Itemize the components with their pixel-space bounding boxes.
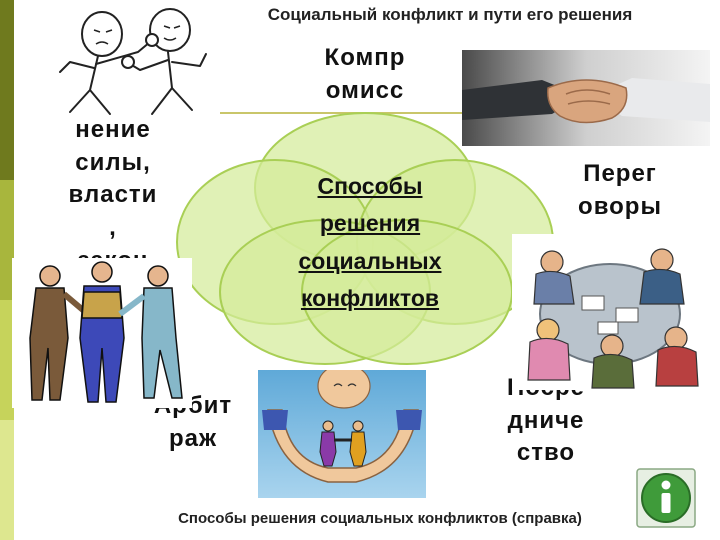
info-button[interactable] bbox=[636, 468, 696, 528]
center-line: Способы bbox=[317, 173, 423, 199]
method-line: ство bbox=[516, 439, 576, 467]
left-accent-bar bbox=[0, 0, 14, 540]
header-divider bbox=[40, 112, 510, 114]
accent-segment bbox=[0, 300, 14, 420]
method-negotiation: Перег оворы bbox=[555, 158, 685, 223]
center-line: решения bbox=[319, 210, 421, 237]
three-figures-image bbox=[12, 258, 192, 408]
method-line: нение bbox=[75, 116, 151, 143]
footer-caption: Способы решения социальных конфликтов (с… bbox=[178, 510, 582, 527]
slide-title: Социальный конфликт и пути его решения bbox=[267, 5, 633, 24]
method-line: омисс bbox=[325, 76, 405, 104]
accent-segment bbox=[0, 180, 14, 300]
flower-diagram bbox=[176, 112, 554, 365]
fighting-figures-image bbox=[40, 2, 220, 120]
meeting-table-image bbox=[512, 234, 708, 390]
method-compromise: Компр омисс bbox=[300, 42, 430, 107]
center-line: конфликтов bbox=[300, 284, 440, 311]
arbiter-hands-image bbox=[258, 370, 426, 498]
accent-segment bbox=[0, 420, 14, 540]
center-line: социальных bbox=[298, 247, 442, 274]
method-line: Перег bbox=[583, 160, 657, 187]
method-line: , bbox=[109, 213, 117, 241]
method-line: раж bbox=[168, 424, 218, 452]
method-force: нение силы, власти , закон bbox=[48, 114, 178, 277]
method-line: силы, bbox=[75, 148, 151, 176]
method-line: дниче bbox=[507, 406, 585, 434]
center-label: Способы решения социальных конфликтов bbox=[255, 168, 485, 317]
accent-segment bbox=[0, 0, 14, 180]
method-line: власти bbox=[68, 181, 158, 209]
method-line: Компр bbox=[324, 44, 406, 71]
handshake-image bbox=[462, 50, 710, 146]
method-line: оворы bbox=[578, 192, 662, 220]
